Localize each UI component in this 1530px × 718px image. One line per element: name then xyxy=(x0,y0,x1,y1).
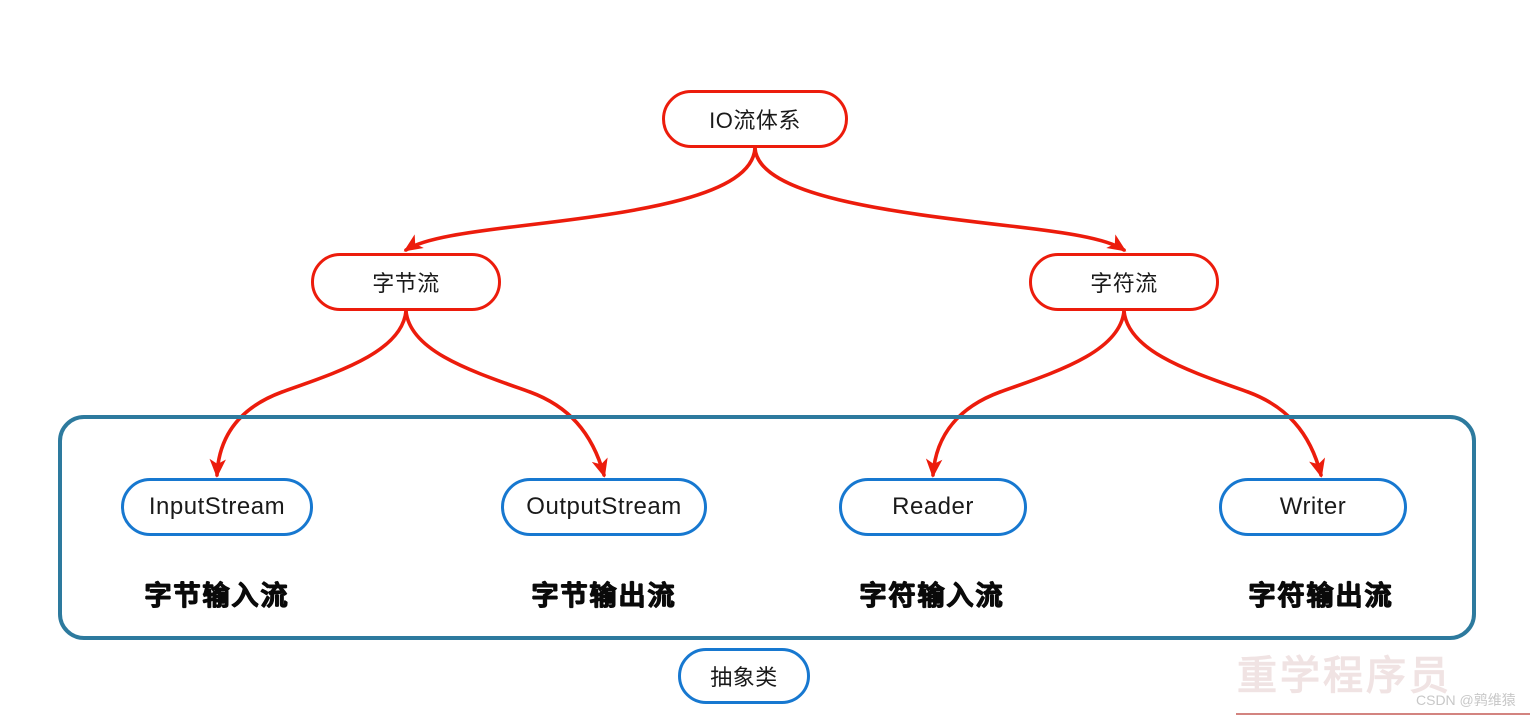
abstract-class-container xyxy=(58,415,1476,640)
watermark-underline xyxy=(1236,713,1530,715)
node-label: 字节流 xyxy=(372,271,440,296)
node-inputstream[interactable]: InputStream xyxy=(121,478,313,536)
node-label: Writer xyxy=(1279,493,1347,520)
caption-byte-output-stream: 字节输出流 xyxy=(531,581,677,611)
node-label: InputStream xyxy=(148,493,286,520)
node-label: OutputStream xyxy=(526,493,682,520)
node-label: 抽象类 xyxy=(710,665,778,690)
node-writer[interactable]: Writer xyxy=(1219,478,1407,536)
node-label: 字符流 xyxy=(1090,271,1158,296)
node-byte-stream[interactable]: 字节流 xyxy=(311,253,501,311)
edge-root-to-byte-stream xyxy=(403,146,757,252)
caption-byte-input-stream: 字节输入流 xyxy=(144,581,290,611)
node-io-stream-system[interactable]: IO流体系 xyxy=(662,90,848,148)
csdn-watermark: CSDN @鹑维猿 xyxy=(1416,692,1516,708)
node-char-stream[interactable]: 字符流 xyxy=(1029,253,1219,311)
node-label: Reader xyxy=(892,493,974,520)
caption-char-output-stream: 字符输出流 xyxy=(1248,581,1394,611)
node-label: IO流体系 xyxy=(709,108,801,133)
node-reader[interactable]: Reader xyxy=(839,478,1027,536)
edge-root-to-char-stream xyxy=(753,146,1127,252)
caption-char-input-stream: 字符输入流 xyxy=(859,581,1005,611)
node-outputstream[interactable]: OutputStream xyxy=(501,478,707,536)
node-abstract-class-legend[interactable]: 抽象类 xyxy=(678,648,810,704)
background-watermark-text: 重学程序员 xyxy=(1237,654,1452,698)
